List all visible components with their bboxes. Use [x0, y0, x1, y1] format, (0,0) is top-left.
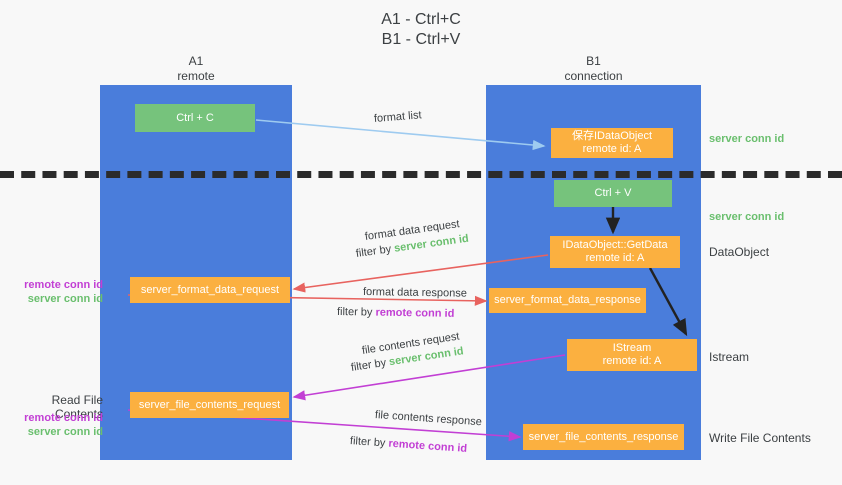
box-idataobject-title: 保存IDataObject	[571, 130, 653, 142]
arrow-format-list	[255, 119, 546, 151]
label-left-conn-pair-bottom: remote conn id server conn id	[5, 411, 103, 439]
filter-value-remote-conn-id: remote conn id	[375, 306, 455, 320]
box-istream[interactable]: IStream remote id: A	[567, 339, 697, 371]
filter-prefix: filter by	[336, 306, 376, 319]
label-istream: Istream	[709, 350, 750, 364]
box-getdata-title: IDataObject::GetData	[562, 239, 668, 251]
label-format-data-response: format data response	[363, 285, 467, 301]
label-remote-conn-id: remote conn id	[24, 279, 103, 291]
lane-a1-name: A1	[188, 54, 204, 68]
box-ctrl-v-label: Ctrl + V	[594, 187, 632, 199]
label-server-conn-id: server conn id	[27, 426, 103, 438]
label-write-file-contents: Write File Contents	[709, 431, 811, 445]
label-format-data-response-text: format data response	[362, 286, 468, 300]
label-remote-conn-id: remote conn id	[24, 412, 103, 424]
arrow-getdata-to-istream	[648, 267, 688, 337]
box-server-format-data-request[interactable]: server_format_data_request	[130, 277, 290, 303]
lane-b1-role: connection	[564, 69, 623, 83]
box-ctrl-c[interactable]: Ctrl + C	[135, 104, 255, 132]
label-read-file-contents: Read File Contents	[51, 393, 103, 421]
arrow-format-data-request	[292, 254, 549, 293]
label-format-data-response-filter: filter by remote conn id	[337, 305, 455, 321]
box-server-file-contents-request[interactable]: server_file_contents_request	[130, 392, 289, 418]
box-istream-title: IStream	[612, 342, 652, 354]
label-server-conn-id-top: server conn id	[709, 133, 785, 145]
lane-header-b1: B1 connection	[486, 54, 701, 84]
box-server-format-data-response-label: server_format_data_response	[494, 294, 641, 306]
box-ctrl-c-label: Ctrl + C	[176, 111, 214, 124]
lane-b1-name: B1	[586, 54, 601, 68]
label-server-conn-id-mid: server conn id	[709, 211, 785, 223]
title-line-2: B1 - Ctrl+V	[381, 31, 461, 48]
box-ctrl-v[interactable]: Ctrl + V	[554, 180, 672, 207]
box-server-file-contents-response-label: server_file_contents_response	[528, 430, 679, 443]
lane-header-a1: A1 remote	[100, 54, 292, 84]
divider-dashed	[0, 171, 842, 178]
box-idataobject-sub: remote id: A	[582, 143, 642, 155]
box-server-format-data-request-label: server_format_data_request	[140, 283, 280, 296]
title-line-1: A1 - Ctrl+C	[381, 11, 461, 28]
page-title: A1 - Ctrl+C B1 - Ctrl+V	[0, 10, 842, 50]
lane-a1-role: remote	[177, 69, 215, 83]
label-left-conn-pair-top: remote conn id server conn id	[5, 278, 103, 306]
box-server-file-contents-request-label: server_file_contents_request	[138, 398, 281, 411]
label-server-conn-id: server conn id	[27, 293, 103, 305]
box-getdata[interactable]: IDataObject::GetData remote id: A	[550, 236, 680, 268]
filter-prefix: filter by	[349, 435, 389, 450]
box-server-format-data-response[interactable]: server_format_data_response	[489, 288, 646, 313]
label-dataobject: DataObject	[709, 245, 770, 259]
box-idataobject[interactable]: 保存IDataObject remote id: A	[551, 128, 673, 158]
box-server-file-contents-response[interactable]: server_file_contents_response	[523, 424, 684, 450]
box-getdata-sub: remote id: A	[585, 252, 645, 264]
arrow-file-contents-request	[292, 354, 566, 401]
box-istream-sub: remote id: A	[602, 355, 662, 367]
